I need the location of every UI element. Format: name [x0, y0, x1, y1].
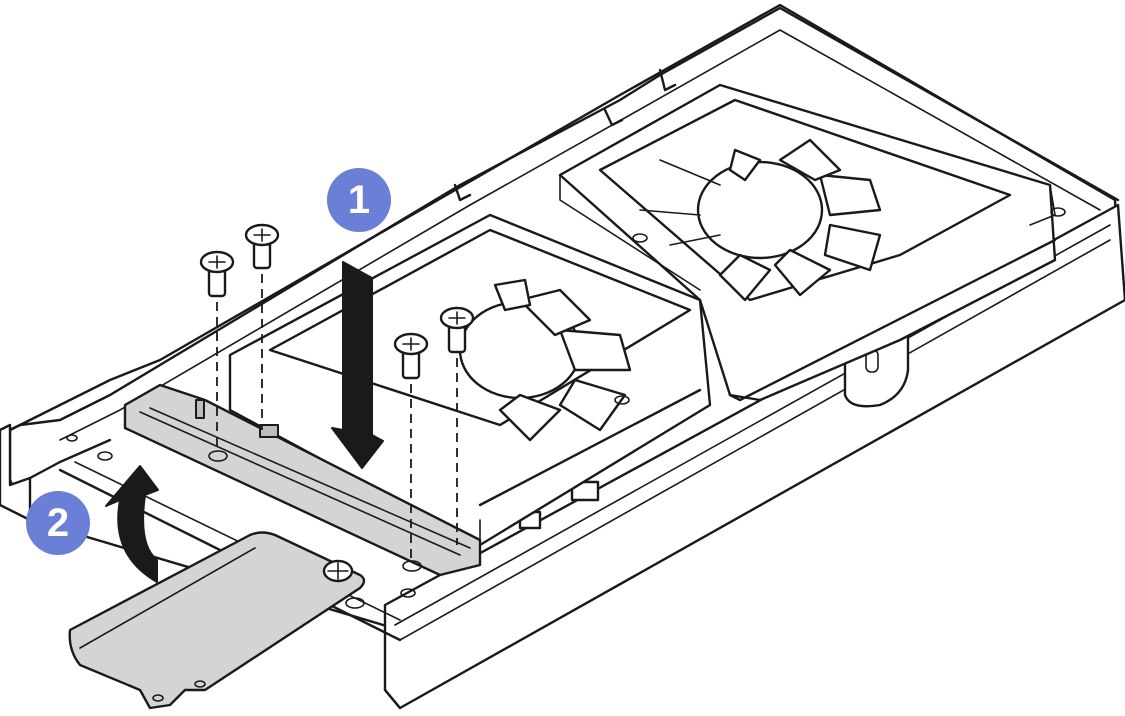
- screw-icon: [244, 223, 280, 430]
- step-1-badge: 1: [327, 168, 391, 232]
- screw-icon: [199, 250, 235, 452]
- screw-group: [199, 223, 475, 562]
- down-arrow-icon: [331, 261, 384, 469]
- m2-drive: [68, 531, 366, 710]
- fan-icon: [632, 138, 1066, 302]
- m2-riser-bracket: [123, 383, 482, 577]
- curved-up-arrow-icon: [105, 465, 159, 583]
- screw-icon: [439, 306, 475, 545]
- fan-icon: [458, 278, 632, 442]
- screw-icon: [393, 332, 429, 562]
- step-2-badge: 2: [26, 491, 90, 555]
